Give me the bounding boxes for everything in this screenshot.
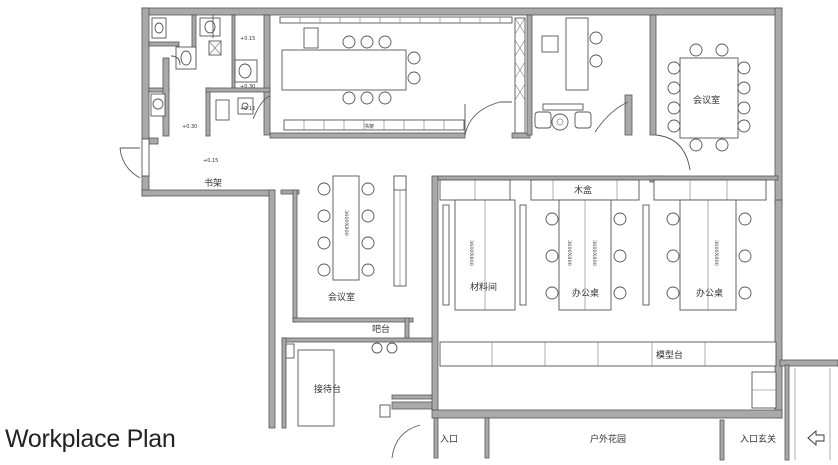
office-area-furniture	[439, 179, 777, 409]
level-marker-3: +0.15	[240, 106, 255, 112]
entrance-label: 入口	[440, 434, 458, 445]
arrow-left-icon	[807, 430, 825, 446]
top-meeting-room-furniture	[252, 16, 513, 136]
meeting-room-right-label: 会议室	[693, 94, 720, 106]
level-marker-5: +0.15	[203, 158, 218, 164]
reception-label: 接待台	[314, 383, 341, 395]
level-marker-4: +0.30	[182, 124, 197, 130]
left-meeting-room-furniture	[317, 175, 407, 287]
model-table-label: 模型台	[656, 349, 683, 361]
page-title: Workplace Plan	[5, 425, 176, 453]
bar-label: 吧台	[372, 323, 390, 335]
interior-walls	[148, 14, 790, 461]
entrance-hall-label: 入口玄关	[740, 433, 776, 445]
bookshelf-left-label: 书架	[204, 178, 222, 189]
bar-reception-furniture	[285, 342, 421, 459]
desk-dim-b: 3600X800	[468, 240, 474, 266]
office-b-label: 办公桌	[696, 287, 723, 299]
material-room-label: 材料间	[470, 281, 497, 293]
right-meeting-room-furniture	[655, 43, 751, 171]
wood-box-label: 木盒	[574, 184, 592, 196]
level-marker-1: +0.15	[240, 36, 255, 42]
office-a-label: 办公桌	[572, 287, 599, 299]
desk-dim-e: 3600X800	[713, 240, 719, 266]
bookshelf-top-label: 书架	[364, 123, 374, 130]
desk-dim-d: 3600X800	[591, 240, 597, 266]
corridor-details	[119, 138, 150, 179]
desk-dim-c: 3600X800	[566, 240, 572, 266]
garden-label: 户外花园	[590, 433, 626, 445]
meeting-room-left-label: 会议室	[328, 291, 355, 303]
desk-dim-a: 3600X800	[343, 210, 349, 236]
exterior-steps	[794, 368, 831, 460]
lounge-furniture	[514, 17, 629, 134]
restroom-fixtures	[150, 15, 258, 121]
level-marker-2: +0.30	[240, 84, 255, 90]
